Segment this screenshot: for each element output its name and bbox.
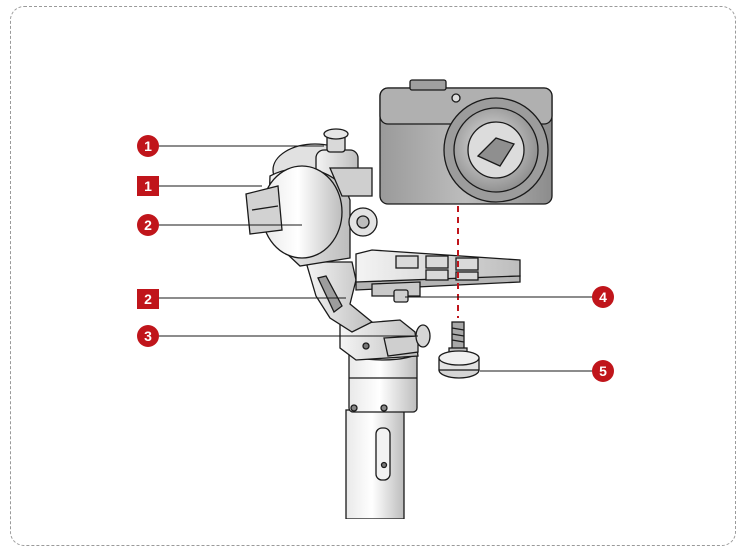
gimbal-mounting-diagram: 1 1 2 2 3 4 5 [137,79,614,519]
callout-5-circle-label: 5 [599,363,607,379]
motor-assembly [245,128,378,267]
mounting-screw [438,321,480,379]
callout-1-square: 1 [137,176,159,196]
handle-clamp [339,319,431,361]
callout-2-circle-label: 2 [144,217,152,233]
callout-1-square-label: 1 [144,178,152,194]
callout-1-circle: 1 [137,135,159,157]
callout-5-circle: 5 [592,360,614,382]
callout-3-circle: 3 [137,325,159,347]
handle [345,343,418,519]
callout-4-circle: 4 [592,286,614,308]
camera-plate [355,249,521,297]
callout-2-square: 2 [137,289,159,309]
leader-lines [157,145,598,372]
plate-knob [393,289,409,303]
callout-2-square-label: 2 [144,291,152,307]
callout-4-circle-label: 4 [599,289,607,305]
callout-1-circle-label: 1 [144,138,152,154]
callout-2-circle: 2 [137,214,159,236]
callout-3-circle-label: 3 [144,328,152,344]
camera [379,79,553,205]
